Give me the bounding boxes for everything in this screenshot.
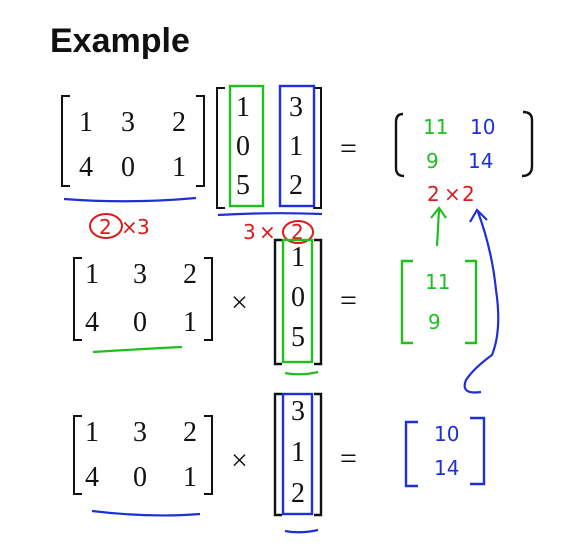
matrix-cell: 3 (133, 259, 147, 290)
matrix-cell: 3 (121, 107, 135, 138)
matrix-cell: 5 (236, 170, 250, 201)
bottom-matrix-a: 1 3 2 4 0 1 (73, 415, 213, 495)
vector-cell: 2 (291, 478, 305, 509)
matrix-cell: 1 (85, 417, 99, 448)
matrix-cell: 1 (183, 462, 197, 493)
bottom-a-underline (91, 509, 201, 517)
dim-r-times: × (444, 182, 461, 206)
matrix-cell: 4 (79, 152, 93, 183)
matrix-cell: 3 (133, 417, 147, 448)
vector-cell: 5 (291, 322, 305, 353)
green-column-highlight (228, 84, 265, 208)
mid-matrix-a: 1 3 2 4 0 1 (73, 257, 213, 341)
vector-cell: 0 (291, 282, 305, 313)
bottom-vector: 3 1 2 (273, 392, 323, 517)
matrix-cell: 3 (289, 92, 303, 123)
mid-v-underline (284, 370, 319, 376)
matrix-cell: 1 (289, 131, 303, 162)
top-matrix-a: 1 3 2 4 0 1 (61, 95, 205, 187)
matrix-cell: 1 (183, 307, 197, 338)
dim-a-cols: 3 (137, 215, 150, 239)
blue-arrow-up (463, 208, 500, 394)
result-cell: 10 (470, 115, 495, 139)
mid-result-vector: 11 9 (400, 259, 478, 345)
result-cell: 14 (434, 456, 459, 480)
top-a-underline (63, 196, 197, 203)
top-result-matrix: 11 10 9 14 (394, 110, 534, 178)
dim-a-times: × (121, 215, 138, 239)
dim-r-rows: 2 (427, 182, 440, 206)
top-b-underline (217, 212, 323, 217)
dim-annotation-result: 2 × 2 (427, 182, 475, 206)
result-cell: 14 (468, 149, 493, 173)
dim-b-rows: 3 (243, 220, 256, 244)
dim-b-times: × (259, 220, 276, 244)
matrix-cell: 2 (172, 107, 186, 138)
matrix-cell: 2 (183, 417, 197, 448)
blue-column-highlight (278, 84, 316, 208)
blue-column-highlight (281, 392, 314, 516)
matrix-cell: 4 (85, 462, 99, 493)
matrix-cell: 0 (121, 152, 135, 183)
bottom-v-underline (284, 528, 319, 534)
dim-r-cols: 2 (462, 182, 475, 206)
dim-a-rows: 2 (99, 215, 112, 239)
matrix-cell: 2 (183, 259, 197, 290)
result-cell: 9 (428, 310, 441, 334)
result-cell: 11 (423, 115, 448, 139)
vector-cell: 1 (291, 242, 305, 273)
bottom-result-vector: 10 14 (404, 416, 486, 488)
dim-annotation-a: 2 × 3 (89, 213, 150, 239)
matrix-cell: 1 (172, 152, 186, 183)
matrix-cell: 0 (236, 131, 250, 162)
equals-sign: = (340, 442, 357, 475)
result-cell: 11 (425, 270, 450, 294)
dim-b-cols: 2 (291, 220, 304, 244)
times-sign: × (231, 286, 248, 319)
equals-sign: = (340, 132, 357, 165)
vector-cell: 3 (291, 396, 305, 427)
matrix-cell: 0 (133, 462, 147, 493)
matrix-cell: 4 (85, 307, 99, 338)
mid-a-underline (92, 345, 183, 354)
green-arrow-up (430, 206, 447, 247)
top-matrix-b: 1 3 0 1 5 2 (216, 84, 322, 209)
times-sign: × (231, 444, 248, 477)
mid-vector: 1 0 5 (273, 238, 323, 366)
equals-sign: = (340, 284, 357, 317)
result-cell: 9 (426, 149, 439, 173)
slide-title: Example (50, 22, 190, 60)
matrix-cell: 0 (133, 307, 147, 338)
result-cell: 10 (434, 422, 459, 446)
green-column-highlight (281, 238, 314, 364)
matrix-cell: 1 (79, 107, 93, 138)
matrix-cell: 1 (85, 259, 99, 290)
matrix-cell: 2 (289, 170, 303, 201)
vector-cell: 1 (291, 437, 305, 468)
dim-annotation-b: 3 × 2 (243, 220, 314, 244)
matrix-cell: 1 (236, 92, 250, 123)
